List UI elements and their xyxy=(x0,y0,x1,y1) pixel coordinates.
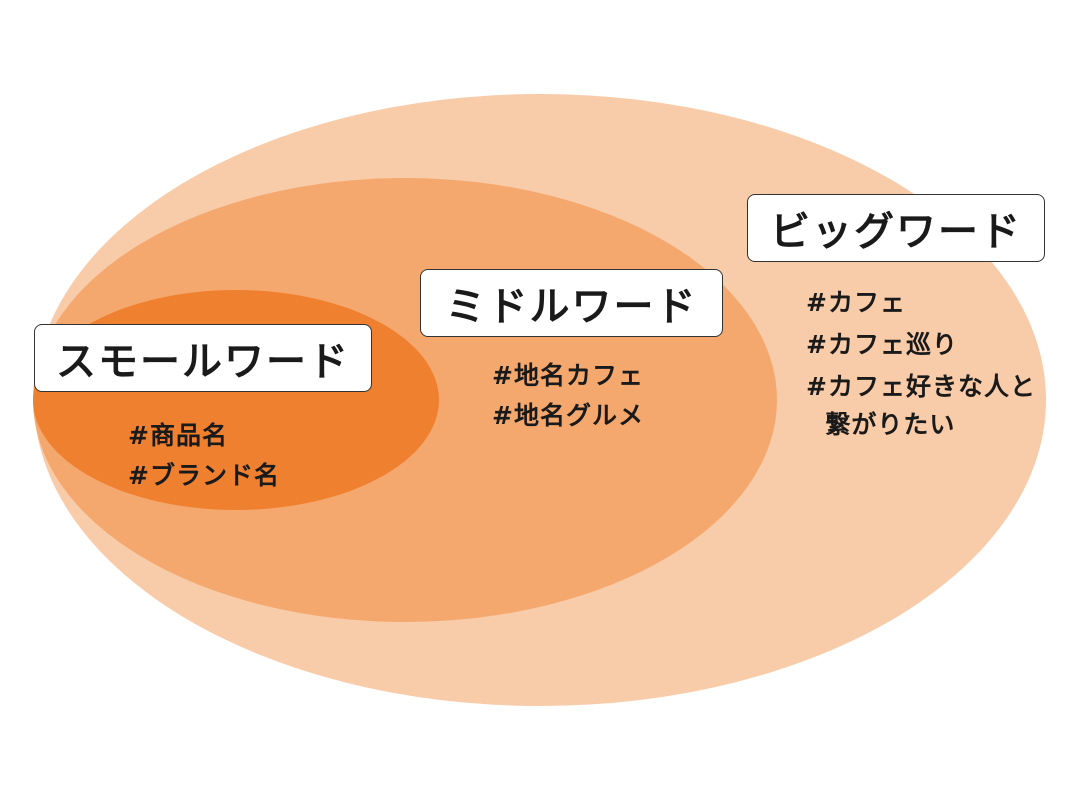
keyword-item: #カフェ xyxy=(806,288,906,317)
middle-word-label: ミドルワード xyxy=(420,269,723,337)
keyword-item: #カフェ好きな人と xyxy=(806,372,1036,401)
big-word-label: ビッグワード xyxy=(747,194,1045,262)
big-word-keywords: #カフェ #カフェ巡り #カフェ好きな人と 繋がりたい xyxy=(806,282,1036,442)
keyword-item: #商品名 xyxy=(128,421,228,450)
keyword-item: #ブランド名 xyxy=(128,461,280,490)
small-word-label: スモールワード xyxy=(34,324,372,392)
keyword-item: 繋がりたい xyxy=(806,410,956,439)
small-word-keywords: #商品名 #ブランド名 xyxy=(128,416,280,496)
keyword-item: #地名カフェ xyxy=(492,361,644,390)
middle-word-keywords: #地名カフェ #地名グルメ xyxy=(492,356,644,436)
keyword-item: #カフェ巡り xyxy=(806,330,958,359)
keyword-item: #地名グルメ xyxy=(492,401,644,430)
